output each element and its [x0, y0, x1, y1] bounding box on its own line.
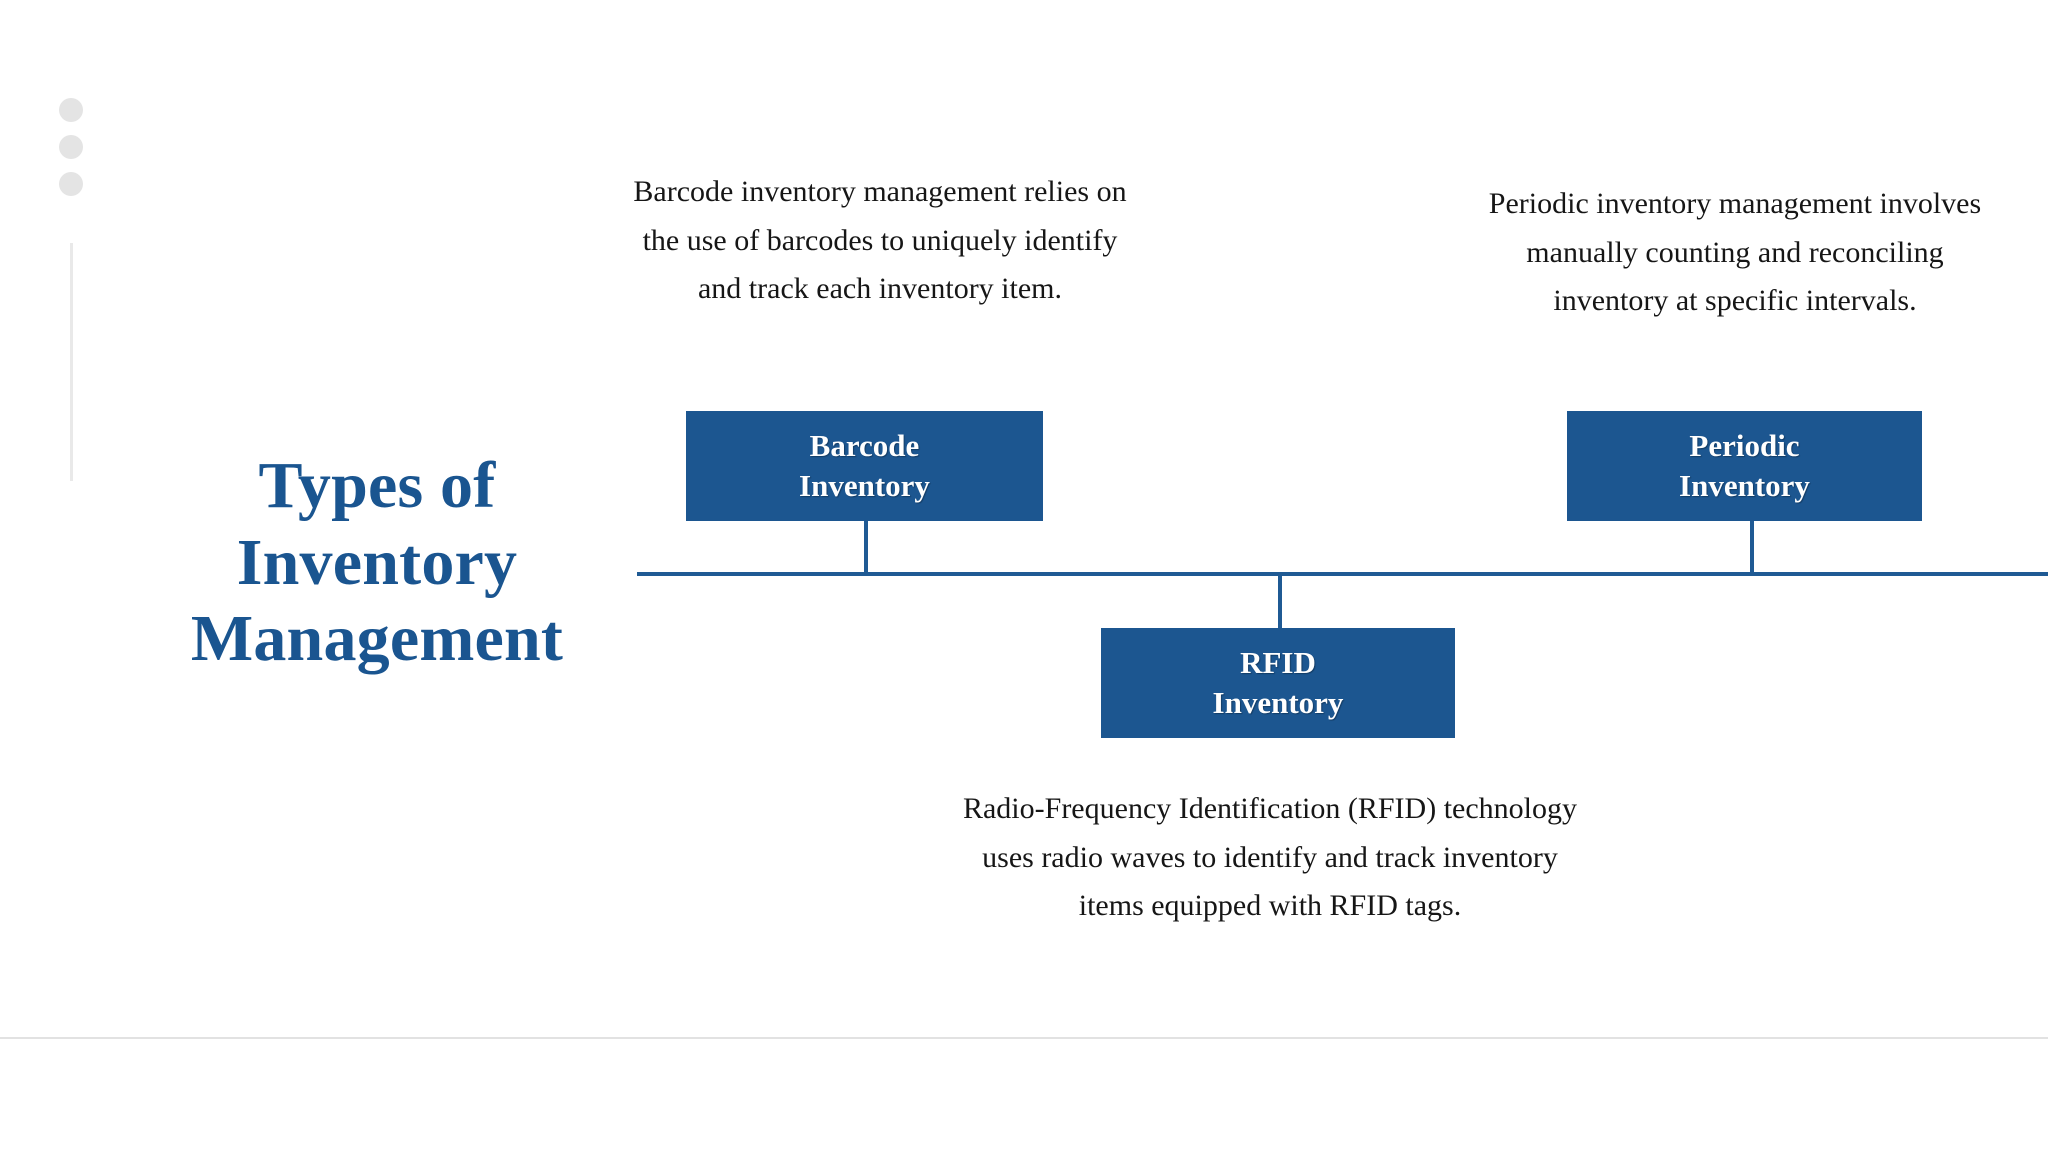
slide-title-line-3: Management: [190, 602, 564, 676]
node-box-barcode[interactable]: Barcode Inventory: [686, 411, 1043, 521]
timeline-backbone-line: [637, 572, 2048, 576]
rail-vertical-divider: [70, 243, 73, 481]
node-box-rfid[interactable]: RFID Inventory: [1101, 628, 1455, 738]
node-box-periodic[interactable]: Periodic Inventory: [1567, 411, 1922, 521]
node-label-rfid: RFID Inventory: [1212, 645, 1344, 720]
node-description-rfid: Radio-Frequency Identification (RFID) te…: [962, 792, 1577, 923]
rail-dots-group: [59, 98, 85, 208]
rail-dot-icon-3: [59, 172, 83, 196]
slide-title-line-1: Types of: [258, 449, 496, 522]
rail-dot-icon-2: [59, 135, 83, 159]
page-divider: [0, 1037, 2048, 1039]
connector-stem-barcode: [864, 520, 868, 575]
node-description-periodic: Periodic inventory management involves m…: [1488, 187, 1982, 318]
node-description-barcode: Barcode inventory management relies on t…: [633, 175, 1127, 306]
rail-dot-icon-1: [59, 98, 83, 122]
node-label-periodic: Periodic Inventory: [1679, 428, 1810, 503]
connector-stem-periodic: [1750, 520, 1754, 575]
page-gutter-below: [0, 1039, 2048, 1152]
node-label-barcode: Barcode Inventory: [799, 428, 930, 503]
connector-stem-rfid: [1278, 572, 1282, 628]
slide-title-line-2: Inventory: [236, 525, 518, 599]
slide-title: Types of Inventory Management: [112, 448, 642, 678]
